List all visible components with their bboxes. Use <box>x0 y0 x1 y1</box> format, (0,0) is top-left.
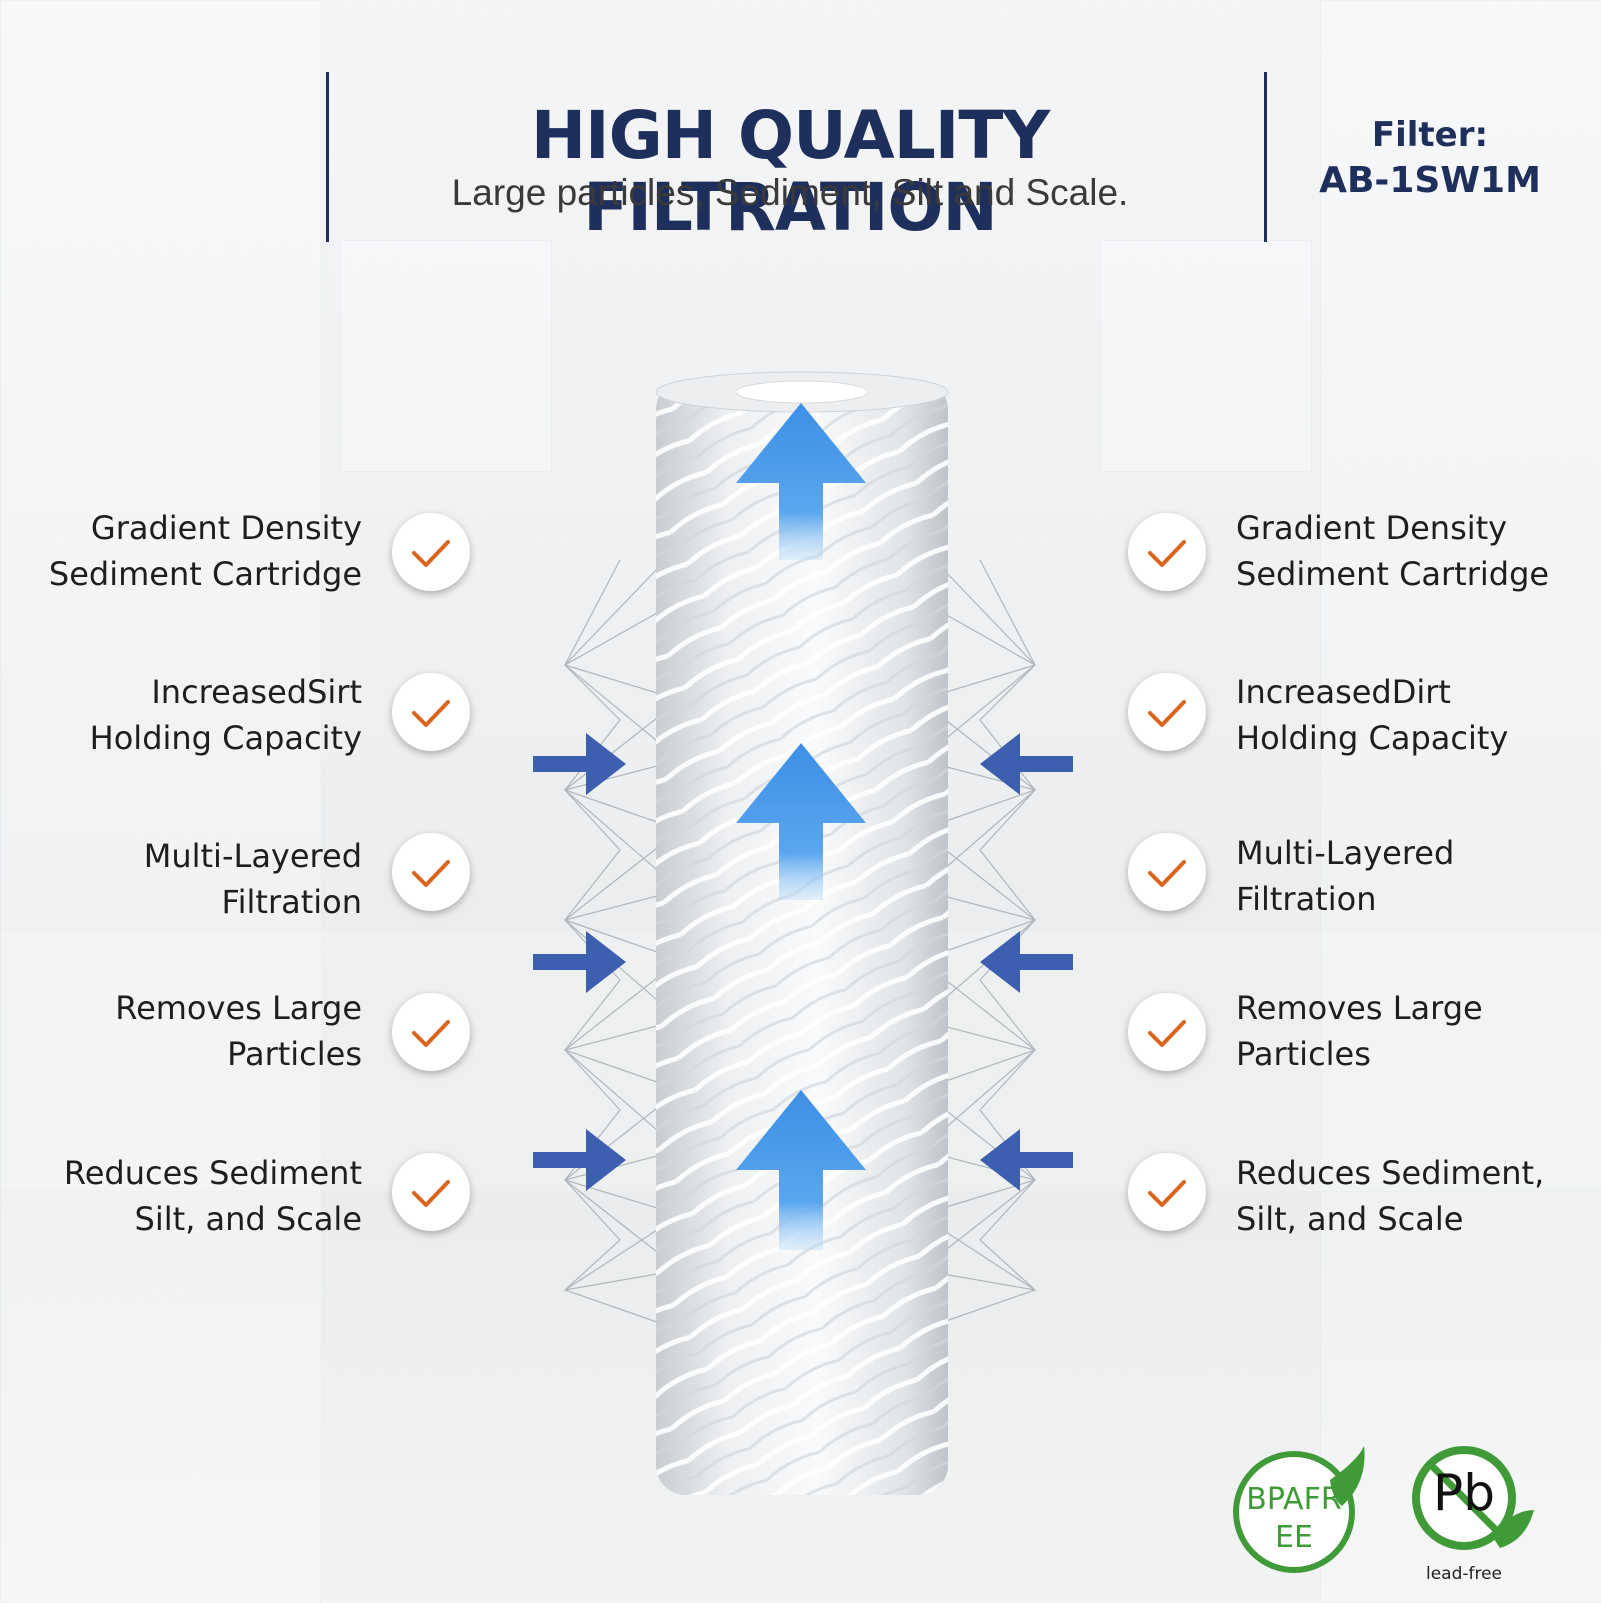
arrow-in-icon <box>533 733 626 795</box>
arrow-in-icon <box>980 1129 1073 1191</box>
check-icon <box>392 833 470 911</box>
check-icon <box>392 673 470 751</box>
feature-left-multi-layered: Multi-Layered Filtration <box>22 833 362 925</box>
header-right-divider <box>1264 72 1267 242</box>
feature-line: IncreasedDirt <box>1236 673 1451 711</box>
feature-line: Multi-Layered <box>143 837 362 875</box>
feature-line: Filtration <box>221 883 362 921</box>
feature-line: Sediment Cartridge <box>48 555 362 593</box>
feature-line: Particles <box>1236 1035 1371 1073</box>
arrow-up-icon <box>736 403 866 560</box>
feature-line: Particles <box>227 1035 362 1073</box>
feature-line: Reduces Sediment <box>63 1154 362 1192</box>
filter-model: AB-1SW1M <box>1319 160 1541 201</box>
lead-symbol: Pb <box>1433 1464 1495 1522</box>
bpa-free-badge: BPAFR EE <box>1230 1440 1370 1580</box>
lead-free-badge-icon <box>1412 1446 1534 1550</box>
feature-right-reduces-sediment: Reduces Sediment, Silt, and Scale <box>1236 1150 1601 1242</box>
bpa-free-text-line1: BPAFR <box>1246 1482 1342 1517</box>
arrow-up-icon <box>736 743 866 900</box>
arrow-up-icon <box>736 1090 866 1250</box>
check-icon <box>392 513 470 591</box>
feature-line: IncreasedSirt <box>151 673 362 711</box>
feature-line: Filtration <box>1236 880 1377 918</box>
feature-right-holding-capacity: IncreasedDirt Holding Capacity <box>1236 669 1601 761</box>
arrow-in-icon <box>980 931 1073 993</box>
header-left-divider <box>326 72 329 242</box>
check-icon <box>1128 513 1206 591</box>
feature-line: Sediment Cartridge <box>1236 555 1550 593</box>
feature-line: Reduces Sediment, <box>1236 1154 1545 1192</box>
feature-left-holding-capacity: IncreasedSirt Holding Capacity <box>22 669 362 761</box>
feature-right-multi-layered: Multi-Layered Filtration <box>1236 830 1601 922</box>
feature-left-gradient-density: Gradient Density Sediment Cartridge <box>22 505 362 597</box>
feature-line: Silt, and Scale <box>134 1200 362 1238</box>
feature-line: Holding Capacity <box>89 719 362 757</box>
arrow-in-icon <box>980 733 1073 795</box>
check-icon <box>392 1153 470 1231</box>
feature-line: Gradient Density <box>1236 509 1508 547</box>
feature-left-removes-particles: Removes Large Particles <box>22 985 362 1077</box>
check-icon <box>392 993 470 1071</box>
feature-right-gradient-density: Gradient Density Sediment Cartridge <box>1236 505 1601 597</box>
feature-line: Removes Large <box>1236 989 1483 1027</box>
check-icon <box>1128 673 1206 751</box>
feature-line: Silt, and Scale <box>1236 1200 1464 1238</box>
lead-free-caption: lead-free <box>1425 1564 1503 1584</box>
filter-model-box: Filter: AB-1SW1M <box>1290 112 1570 204</box>
feature-left-reduces-sediment: Reduces Sediment Silt, and Scale <box>22 1150 362 1242</box>
lead-free-badge: Pb lead-free <box>1408 1440 1538 1600</box>
filter-label: Filter: <box>1371 115 1489 155</box>
bpa-free-badge-icon <box>1233 1446 1365 1573</box>
feature-line: Gradient Density <box>90 509 362 547</box>
check-icon <box>1128 993 1206 1071</box>
sediment-cartridge-image <box>655 371 949 1495</box>
feature-line: Holding Capacity <box>1236 719 1509 757</box>
page-title: HIGH QUALITY FILTRATION <box>530 97 1050 246</box>
arrow-in-icon <box>533 931 626 993</box>
feature-right-removes-particles: Removes Large Particles <box>1236 985 1601 1077</box>
check-icon <box>1128 1153 1206 1231</box>
feature-line: Multi-Layered <box>1236 834 1455 872</box>
feature-line: Removes Large <box>115 989 362 1027</box>
check-icon <box>1128 833 1206 911</box>
arrow-in-icon <box>533 1129 626 1191</box>
page-subtitle: Large particles, Sediment, Silt and Scal… <box>451 172 1129 213</box>
bpa-free-text-line2: EE <box>1275 1520 1313 1555</box>
